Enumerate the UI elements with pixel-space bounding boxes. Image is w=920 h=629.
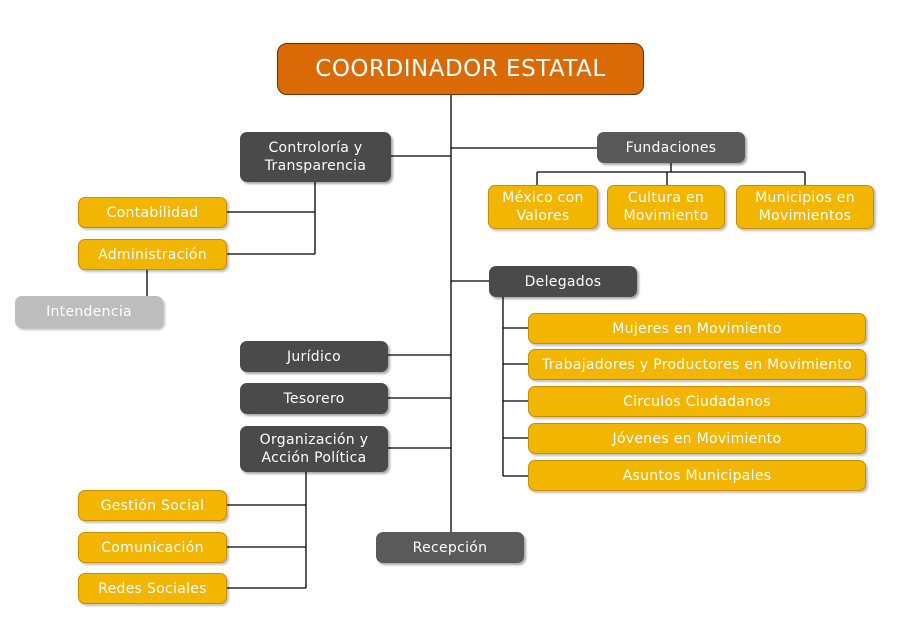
cultura-en-movimiento-box: Cultura en Movimiento [607,185,725,229]
fundaciones-box: Fundaciones [597,132,745,163]
organizacion-box: Organización y Acción Política [240,426,388,472]
trabajadores-productores-box: Trabajadores y Productores en Movimiento [528,349,866,380]
tesorero-box: Tesorero [240,383,388,414]
circulos-ciudadanos-box: Circulos Ciudadanos [528,386,866,417]
mexico-con-valores-box: México con Valores [488,185,598,229]
contraloria-box: Controloría y Transparencia [240,132,391,182]
administracion-box: Administración [78,239,227,270]
jovenes-en-movimiento-box: Jóvenes en Movimiento [528,423,866,454]
mujeres-en-movimiento-box: Mujeres en Movimiento [528,313,866,344]
contabilidad-box: Contabilidad [78,197,227,228]
delegados-box: Delegados [489,266,637,297]
comunicacion-box: Comunicación [78,532,227,563]
redes-sociales-box: Redes Sociales [78,573,227,604]
asuntos-municipales-box: Asuntos Municipales [528,460,866,491]
municipios-en-movimientos-box: Municipios en Movimientos [736,185,874,229]
gestion-social-box: Gestión Social [78,490,227,521]
intendencia-box: Intendencia [15,296,163,328]
coordinador-estatal-box: COORDINADOR ESTATAL [277,43,644,95]
recepcion-box: Recepción [376,532,524,563]
juridico-box: Jurídico [240,341,388,372]
